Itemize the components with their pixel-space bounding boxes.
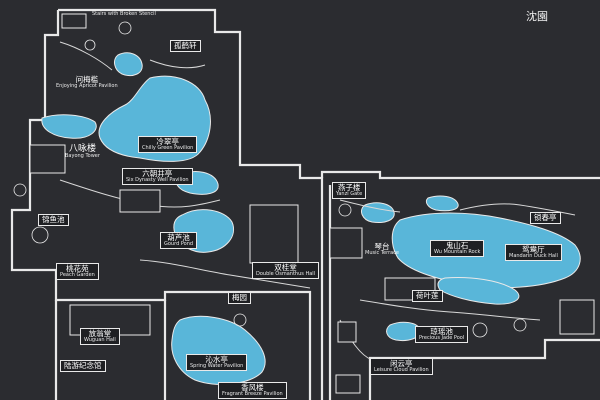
tree-6 bbox=[472, 322, 488, 338]
west-garden-wall bbox=[58, 8, 324, 400]
map-title: 沈園 bbox=[526, 10, 548, 23]
water-areas bbox=[41, 52, 581, 385]
pond-precious-jade bbox=[386, 321, 421, 341]
pond-gourd bbox=[173, 209, 234, 253]
pond-chilly-green bbox=[98, 75, 211, 162]
pond-spring-water bbox=[171, 315, 266, 385]
tree-5 bbox=[338, 203, 352, 217]
path-8 bbox=[459, 203, 576, 216]
building-south-small bbox=[335, 374, 361, 394]
tree-4 bbox=[13, 183, 27, 197]
pond-wu-mountain bbox=[391, 212, 581, 289]
building-six-dynasty bbox=[119, 189, 161, 213]
east-garden-north-wall bbox=[320, 170, 600, 180]
tree-1 bbox=[118, 21, 132, 35]
building-east-corner bbox=[559, 299, 595, 335]
building-bayong-tower bbox=[29, 144, 66, 174]
path-6 bbox=[359, 299, 541, 321]
pond-northeast bbox=[425, 195, 459, 212]
building-mandarin-duck bbox=[384, 277, 436, 301]
buildings bbox=[29, 13, 595, 394]
building-small-east bbox=[337, 321, 357, 343]
tree-8 bbox=[233, 313, 247, 327]
pond-six-dynasty bbox=[175, 171, 219, 195]
path-4 bbox=[139, 259, 311, 289]
pond-bayong bbox=[41, 114, 97, 139]
pond-north bbox=[114, 52, 143, 77]
building-double-osmanthus bbox=[249, 204, 299, 264]
pond-east-small bbox=[361, 202, 395, 223]
building-wuguan-hall bbox=[69, 304, 151, 336]
path-2 bbox=[149, 59, 206, 69]
east-garden-south-wall bbox=[368, 338, 600, 400]
tree-3 bbox=[31, 226, 49, 244]
trees bbox=[13, 21, 527, 338]
path-5 bbox=[339, 199, 401, 213]
west-garden-inner-wall bbox=[10, 10, 312, 400]
garden-walls bbox=[10, 8, 600, 400]
tree-2 bbox=[84, 39, 96, 51]
tree-7 bbox=[513, 318, 527, 332]
building-gate bbox=[61, 13, 87, 29]
building-music-terrace bbox=[329, 227, 363, 259]
path-1 bbox=[59, 41, 113, 71]
pond-lotus bbox=[437, 277, 520, 305]
